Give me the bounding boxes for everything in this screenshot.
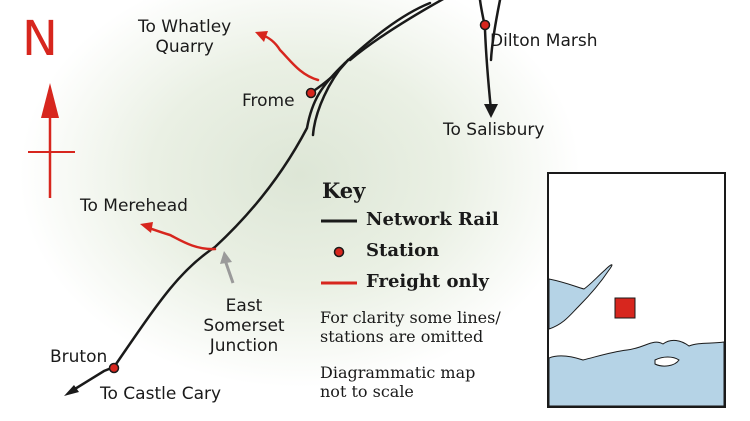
pointer-arrow-icon	[220, 251, 235, 284]
label-merehead: To Merehead	[80, 196, 188, 216]
station-frome	[305, 87, 317, 99]
track-main-upper	[348, 0, 444, 62]
inset-sea-south	[549, 339, 724, 406]
key-station-label: Station	[366, 240, 440, 261]
station-dilton	[479, 19, 491, 31]
key-network-rail-label: Network Rail	[366, 209, 499, 230]
track-main	[68, 1, 432, 394]
north-arrow-icon	[28, 83, 75, 198]
key-note-clarity: For clarity some lines/ stations are omi…	[320, 308, 501, 346]
arrow-merehead	[140, 222, 153, 233]
inset-area-marker	[614, 297, 636, 319]
label-whatley-quarry: To Whatley Quarry	[138, 17, 232, 57]
inset-isle-of-wight	[654, 356, 680, 367]
key-note-scale: Diagrammatic map not to scale	[320, 363, 476, 401]
inset-map-graphic	[549, 264, 724, 406]
arrow-salisbury	[484, 104, 498, 118]
north-label: N	[22, 11, 58, 67]
label-dilton-marsh: Dilton Marsh	[490, 31, 598, 51]
label-bruton: Bruton	[50, 347, 108, 367]
track-frome-loop	[311, 61, 347, 137]
key-title: Key	[322, 178, 366, 203]
label-frome: Frome	[242, 91, 295, 111]
track-frome-branch	[310, 58, 350, 94]
freight-merehead	[144, 225, 217, 251]
track-dilton-2	[489, 0, 502, 62]
key-freight-label: Freight only	[366, 271, 489, 292]
key-station-symbol	[333, 246, 345, 258]
freight-whatley	[260, 33, 320, 82]
inset-locator-map	[547, 172, 726, 408]
arrow-castle-cary	[64, 385, 79, 396]
station-bruton	[108, 362, 120, 374]
label-salisbury: To Salisbury	[443, 120, 545, 140]
label-castle-cary: To Castle Cary	[100, 384, 222, 404]
arrow-whatley	[255, 31, 268, 42]
label-east-somerset-junction: East Somerset Junction	[203, 296, 285, 356]
track-dilton	[478, 0, 493, 112]
inset-sea-channel	[549, 264, 613, 330]
